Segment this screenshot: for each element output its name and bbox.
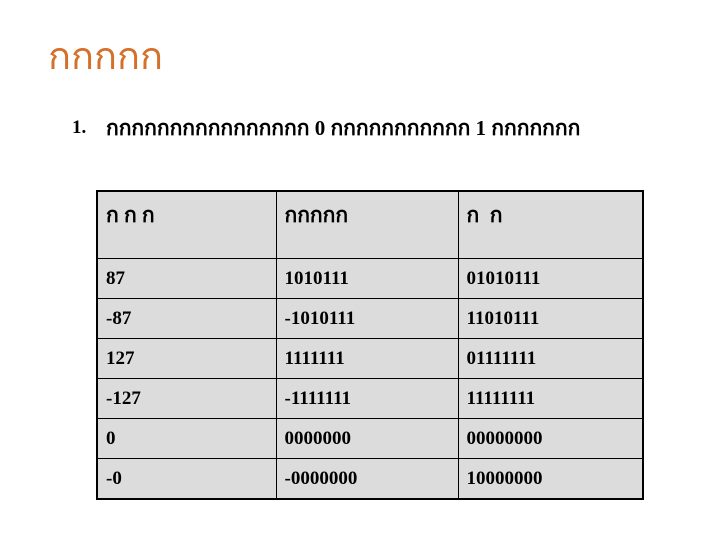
cell-binary: -1010111 (275, 298, 459, 339)
table-header: ก ก ก กกกกก ก ก (96, 190, 644, 259)
table-body: 87 1010111 01010111 -87 -1010111 1101011… (96, 258, 644, 500)
cell-binary: 0000000 (275, 418, 459, 459)
table-header-cell-2: กกกกก (275, 190, 459, 259)
cell-signed: 10000000 (457, 458, 644, 500)
cell-signed: 11111111 (457, 378, 644, 419)
slide-title: กกกกก (48, 36, 164, 78)
conversion-table: ก ก ก กกกกก ก ก 87 1010111 01010111 -87 … (96, 190, 644, 500)
cell-binary: 1010111 (275, 258, 459, 299)
cell-signed: 00000000 (457, 418, 644, 459)
cell-signed: 01010111 (457, 258, 644, 299)
cell-decimal: 87 (96, 258, 277, 299)
table-row: -87 -1010111 11010111 (96, 298, 644, 339)
table-container: ก ก ก กกกกก ก ก 87 1010111 01010111 -87 … (96, 190, 644, 500)
table-row: 87 1010111 01010111 (96, 258, 644, 299)
table-header-cell-1: ก ก ก (96, 190, 277, 259)
table-header-cell-3: ก ก (457, 190, 644, 259)
table-row: 127 1111111 01111111 (96, 338, 644, 379)
cell-binary: 1111111 (275, 338, 459, 379)
cell-signed: 11010111 (457, 298, 644, 339)
bullet-list-item: 1. กกกกกกกกกกกกกกกก 0 กกกกกกกกกกก 1 กกกก… (72, 113, 702, 144)
cell-signed: 01111111 (457, 338, 644, 379)
cell-binary: -0000000 (275, 458, 459, 500)
table-row: -127 -1111111 11111111 (96, 378, 644, 419)
cell-decimal: -0 (96, 458, 277, 500)
cell-decimal: 0 (96, 418, 277, 459)
cell-decimal: -87 (96, 298, 277, 339)
bullet-text: กกกกกกกกกกกกกกกก 0 กกกกกกกกกกก 1 กกกกกกก (106, 116, 581, 140)
table-row: 0 0000000 00000000 (96, 418, 644, 459)
cell-binary: -1111111 (275, 378, 459, 419)
cell-decimal: -127 (96, 378, 277, 419)
table-row: -0 -0000000 10000000 (96, 458, 644, 500)
bullet-number: 1. (72, 117, 87, 138)
bullet-block: 1. กกกกกกกกกกกกกกกก 0 กกกกกกกกกกก 1 กกกก… (72, 113, 702, 144)
cell-decimal: 127 (96, 338, 277, 379)
table-header-row: ก ก ก กกกกก ก ก (96, 190, 644, 259)
